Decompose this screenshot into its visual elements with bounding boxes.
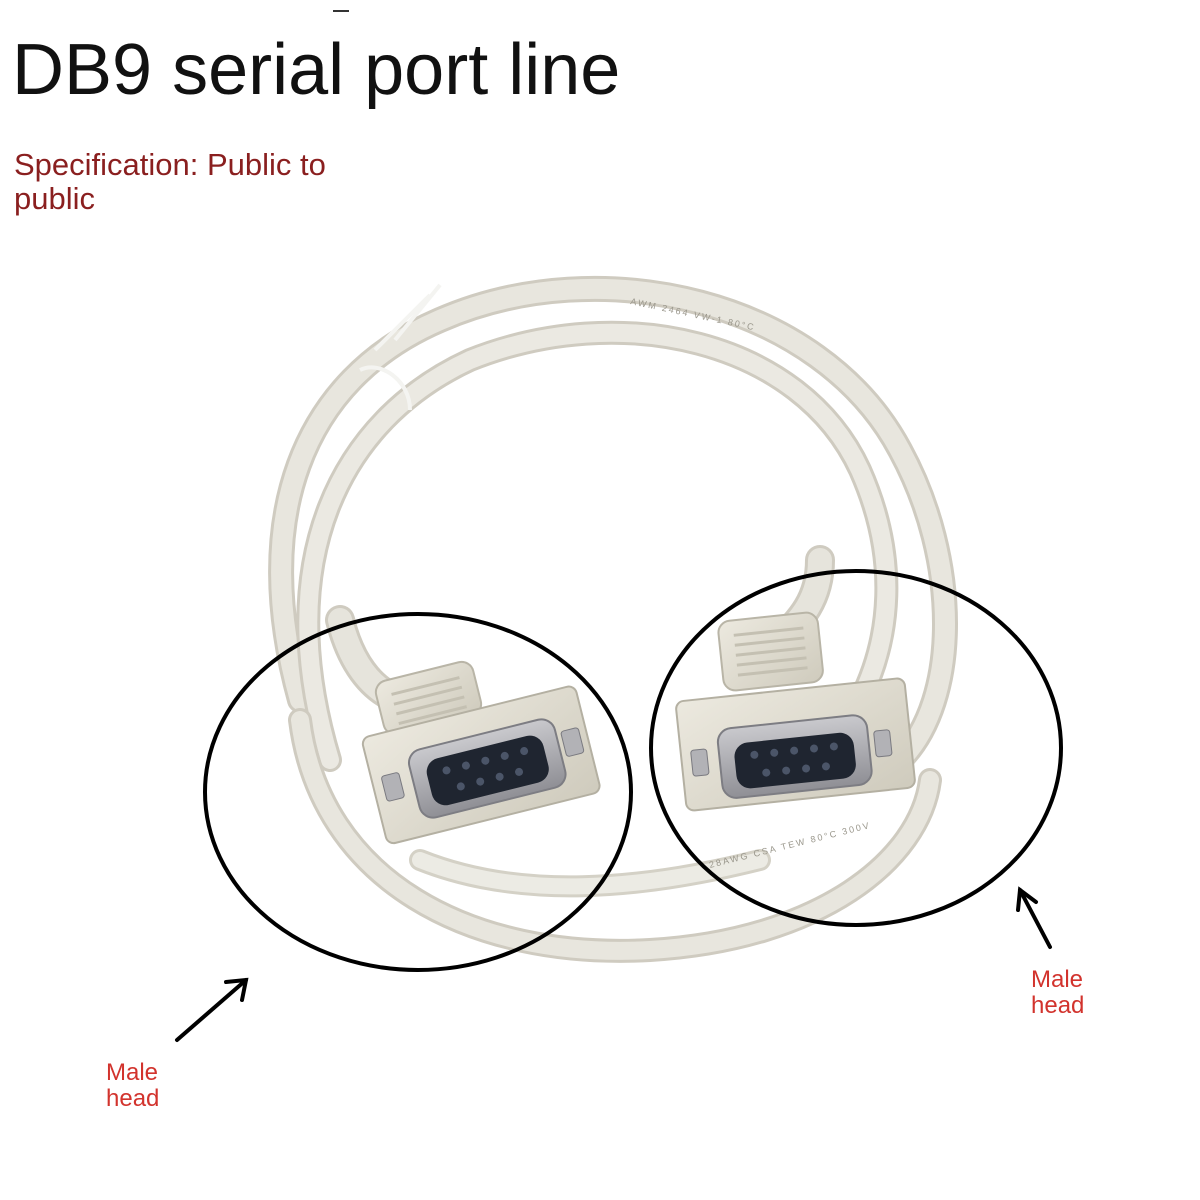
zip-tie <box>359 283 442 411</box>
svg-text:28AWG CSA TEW 80°C 300V: 28AWG CSA TEW 80°C 300V <box>708 820 872 870</box>
left-highlight-circle <box>203 612 633 972</box>
cable-coils <box>268 275 958 963</box>
left-male-head-label: Male head <box>106 1059 160 1112</box>
product-title: DB9 serial port line <box>12 30 621 110</box>
right-highlight-circle <box>649 569 1063 927</box>
right-db9-connector <box>675 611 916 812</box>
left-db9-connector <box>361 660 601 845</box>
specification-text: Specification: Public to public <box>14 147 326 216</box>
left-arrow-icon <box>175 977 249 1042</box>
top-dash <box>333 10 349 12</box>
right-male-head-label: Male head <box>1031 966 1085 1019</box>
right-arrow-icon <box>1016 886 1052 949</box>
